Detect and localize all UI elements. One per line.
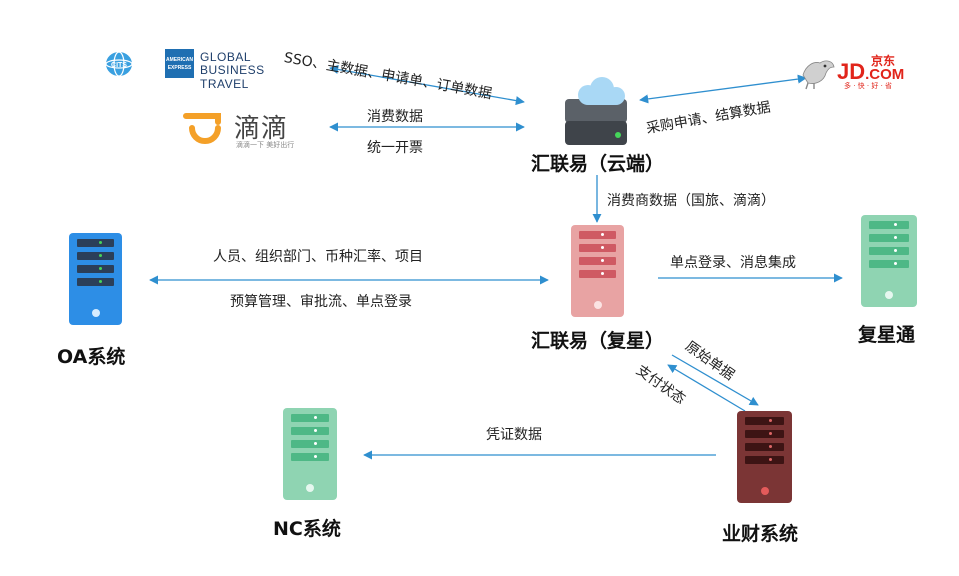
server-led: [885, 291, 893, 299]
server-slot: [77, 252, 114, 260]
server-slot: [869, 234, 909, 242]
server-slot: [745, 456, 784, 464]
jd-dog-icon: [802, 60, 835, 90]
server-led: [91, 309, 100, 317]
server-slot: [579, 257, 616, 265]
server-slot: [869, 260, 909, 268]
node-cloud-title: 汇联易（云端）: [531, 153, 665, 175]
edge-jd-line: [639, 74, 807, 104]
amex-badge: AMERICAN EXPRESS: [165, 49, 194, 78]
node-fuxing-title: 汇联易（复星）: [531, 330, 665, 352]
didi-name: 滴滴: [234, 114, 289, 144]
server-slot: [291, 453, 329, 461]
server-slot: [291, 414, 329, 422]
amex-gbt-logo: AMERICAN EXPRESS GLOBAL BUSINESS TRAVEL: [165, 49, 305, 91]
edge-consumer-data-label: 消费商数据（国旅、滴滴）: [607, 193, 775, 209]
finance-server-icon: [737, 411, 792, 503]
edge-invoice-label: 统一开票: [367, 140, 423, 156]
jd-en-name: JD.COM: [837, 59, 904, 85]
amex-line1: GLOBAL: [200, 50, 252, 64]
edge-oa-top-label: 人员、组织部门、币种汇率、项目: [213, 249, 423, 265]
nc-server-icon: [283, 408, 337, 500]
node-finance-title: 业财系统: [722, 523, 799, 545]
server-led: [593, 301, 602, 309]
server-slot: [869, 221, 909, 229]
jd-slogan: 多 · 快 · 好 · 省: [844, 82, 893, 90]
oa-server-icon: [69, 233, 122, 325]
edge-consumption-label: 消费数据: [367, 109, 423, 125]
cloud-server-icon: [565, 77, 627, 145]
jd-en-part2: .COM: [865, 66, 905, 83]
edge-sso-msg-label: 单点登录、消息集成: [670, 255, 796, 271]
cits-logo: CITS: [105, 51, 133, 77]
fuxingtong-server-icon: [861, 215, 917, 307]
server-slot: [579, 270, 616, 278]
edge-payment-line: [667, 364, 746, 412]
edge-oa-bottom-label: 预算管理、审批流、单点登录: [230, 294, 412, 310]
server-slot: [745, 417, 784, 425]
node-fuxingtong-title: 复星通: [858, 324, 916, 346]
didi-logo-icon: [183, 113, 221, 144]
server-led: [760, 487, 769, 495]
server-slot: [745, 430, 784, 438]
edge-original-doc-line: [671, 354, 759, 406]
node-nc-title: NC系统: [273, 518, 341, 540]
server-slot: [77, 239, 114, 247]
node-oa-title: OA系统: [57, 346, 126, 368]
server-slot: [291, 427, 329, 435]
server-slot: [77, 278, 114, 286]
server-slot: [579, 244, 616, 252]
fuxing-server-icon: [571, 225, 624, 317]
server-led: [306, 484, 314, 492]
server-slot: [77, 265, 114, 273]
server-slot: [579, 231, 616, 239]
server-slot: [745, 443, 784, 451]
amex-line2: BUSINESS TRAVEL: [200, 63, 265, 91]
cits-logo-text: CITS: [111, 62, 127, 69]
edge-sso-line: [329, 64, 525, 106]
didi-slogan: 滴滴一下 美好出行: [236, 141, 295, 149]
server-slot: [869, 247, 909, 255]
server-slot: [291, 440, 329, 448]
jd-en-part1: JD: [837, 59, 866, 84]
jd-cn-name: 京东: [871, 54, 896, 68]
edge-voucher-label: 凭证数据: [486, 427, 542, 443]
